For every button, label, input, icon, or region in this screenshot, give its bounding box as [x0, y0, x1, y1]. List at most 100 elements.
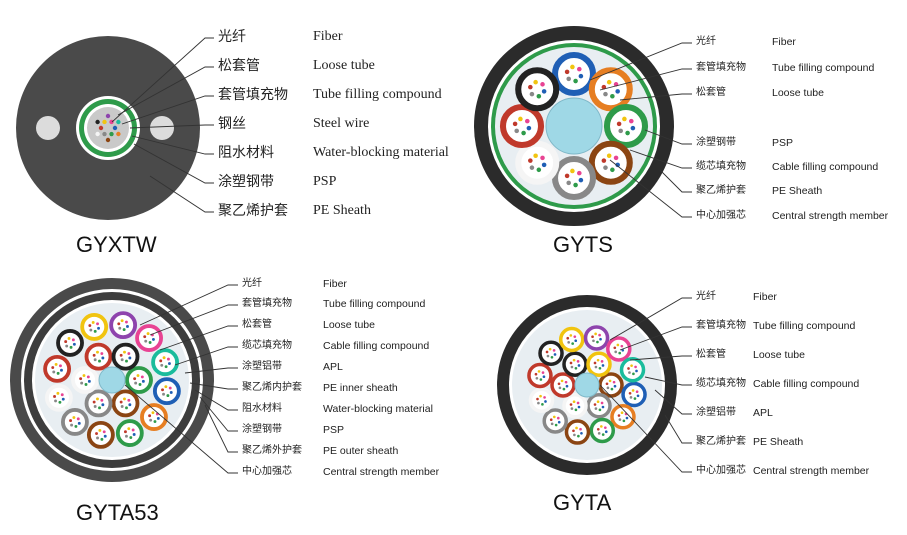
label-en: Loose tube: [323, 319, 375, 331]
fiber: [120, 405, 124, 408]
fiber: [96, 350, 99, 354]
fiber: [143, 335, 147, 339]
loose-tube: [151, 348, 180, 377]
fiber: [577, 405, 581, 409]
fiber: [52, 370, 56, 374]
label-cn: 缆芯填充物: [242, 340, 292, 351]
leader-line: [121, 95, 214, 125]
fiber: [572, 429, 575, 433]
fiber: [627, 367, 630, 370]
label-cn: 阻水材料: [242, 403, 282, 414]
diagram-title: GYXTW: [76, 232, 157, 257]
leader-line: [129, 124, 214, 129]
fiber: [601, 84, 607, 90]
fiber: [140, 375, 144, 379]
fiber: [71, 338, 75, 342]
fiber: [616, 121, 622, 127]
leader-line: [599, 68, 692, 91]
fiber: [578, 73, 584, 79]
fiber: [596, 400, 600, 404]
fiber: [70, 423, 74, 427]
loose-tube: [115, 419, 144, 448]
loose-tube: [56, 329, 84, 357]
fiber: [98, 406, 101, 410]
fiber: [605, 382, 609, 386]
fiber: [60, 368, 63, 372]
fiber: [98, 125, 104, 131]
fiber: [629, 118, 634, 124]
fiber: [573, 433, 576, 437]
label-en: Central strength member: [772, 210, 889, 222]
fiber: [98, 359, 101, 363]
fiber: [162, 356, 166, 360]
fiber: [129, 436, 133, 439]
fiber: [160, 363, 164, 367]
fiber: [574, 366, 578, 370]
fiber: [576, 401, 580, 405]
fiber: [539, 378, 543, 381]
leader-line: [199, 396, 238, 432]
fiber: [89, 328, 93, 332]
central-strength-member: [574, 372, 600, 398]
steel-wire: [36, 116, 60, 140]
fiber: [76, 417, 80, 421]
fiber: [161, 388, 164, 392]
leader-line: [174, 346, 238, 366]
fiber: [577, 434, 580, 438]
loose-tube: [551, 51, 597, 97]
fiber: [566, 336, 570, 340]
fiber: [82, 374, 86, 377]
fiber: [603, 91, 608, 97]
leader-line: [111, 37, 214, 123]
fiber: [123, 350, 126, 354]
fiber: [116, 119, 121, 125]
fiber: [97, 326, 100, 330]
fiber: [529, 91, 535, 97]
fiber: [541, 403, 544, 406]
leader-line: [659, 169, 692, 193]
gyts-cross-section: [474, 26, 692, 226]
fiber: [60, 393, 64, 397]
fiber: [153, 420, 157, 423]
label-en: APL: [323, 361, 343, 373]
leader-line: [149, 304, 238, 336]
fiber: [134, 381, 138, 385]
fiber: [610, 93, 615, 99]
label-cn: 缆芯填充物: [696, 161, 746, 172]
fiber: [536, 93, 542, 99]
label-cn: 涂塑钢带: [242, 424, 282, 435]
fiber: [620, 344, 624, 348]
label-en: Loose tube: [772, 87, 824, 99]
fiber: [77, 421, 81, 425]
fiber: [116, 131, 121, 137]
fiber: [580, 431, 583, 435]
fiber: [528, 158, 533, 163]
fiber: [631, 389, 635, 392]
fiber: [98, 428, 102, 432]
fiber: [117, 322, 121, 326]
loose-tube: [109, 311, 138, 340]
leader-line: [133, 143, 214, 184]
fiber: [149, 418, 153, 422]
fiber: [620, 411, 624, 415]
fiber: [125, 320, 128, 324]
leader-line: [629, 355, 692, 361]
leader-line: [654, 389, 692, 415]
leader-line: [204, 404, 238, 453]
fiber: [596, 358, 600, 362]
fiber: [64, 340, 68, 344]
leader-line: [189, 382, 238, 390]
fiber: [109, 119, 114, 125]
fiber: [570, 168, 575, 174]
fiber: [615, 162, 620, 168]
label-en: Loose tube: [313, 58, 375, 73]
label-en: APL: [753, 407, 773, 419]
fiber: [148, 341, 152, 344]
fiber: [536, 167, 542, 173]
fiber: [635, 390, 639, 394]
loose-tube: [111, 342, 140, 371]
fiber: [573, 335, 577, 338]
fiber: [164, 385, 168, 389]
